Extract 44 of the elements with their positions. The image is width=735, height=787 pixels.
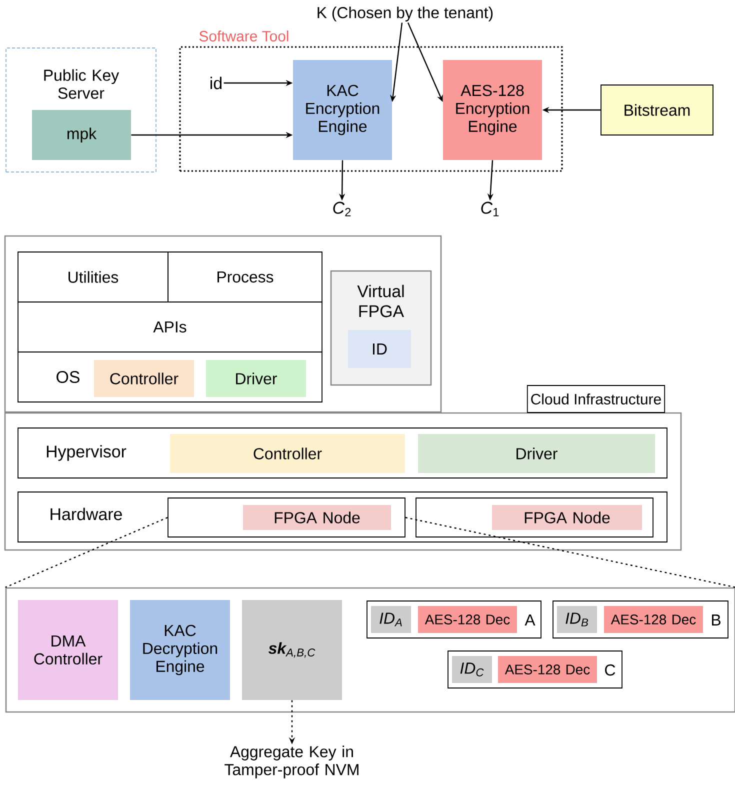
slot-label: A	[524, 614, 536, 626]
ciphertext-label: C$_{1}$	[481, 202, 499, 216]
slot-box	[168, 498, 406, 538]
box-heading: Virtual FPGA	[357, 284, 404, 318]
row-label: Hypervisor	[46, 445, 126, 461]
decoder-cell: AES-128 Dec	[604, 606, 703, 633]
fpga-detail-panel	[5, 587, 735, 713]
id-box: ID$_{A}$	[371, 606, 411, 633]
decoder-cell: AES-128 Dec	[498, 656, 597, 683]
input-label: id	[210, 76, 222, 90]
zoom-line	[405, 516, 735, 588]
fpga-node-box: FPGA Node	[492, 505, 642, 530]
id-box: ID	[348, 330, 411, 368]
slot-label: C	[605, 664, 616, 676]
engine-box: KAC Decryption Engine	[130, 600, 230, 700]
heading-tab: Cloud Infrastructure	[526, 385, 666, 413]
layer-cell: Utilities	[18, 252, 168, 302]
id-box: ID$_{C}$	[452, 656, 492, 683]
layer-cell: Process	[168, 252, 322, 302]
storage-label: Aggregate Key in Tamper-proof NVM	[224, 746, 358, 778]
slot-label: B	[712, 614, 720, 626]
fpga-node-box: FPGA Node	[243, 505, 391, 530]
id-box: ID$_{B}$	[557, 606, 597, 633]
decoder-cell: AES-128 Dec	[418, 606, 517, 633]
engine-box: KAC Encryption Engine	[293, 60, 392, 160]
ciphertext-label: C$_{2}$	[333, 202, 351, 216]
engine-box: AES-128 Encryption Engine	[443, 60, 542, 160]
slot-box	[416, 498, 654, 538]
component-box: Controller	[94, 360, 194, 397]
component-box: Driver	[418, 434, 655, 473]
layer-cell: APIs	[18, 302, 322, 352]
component-box: Controller	[170, 434, 405, 473]
zoom-line	[5, 516, 168, 588]
row-label: Hardware	[50, 508, 122, 520]
key-box: mpk	[32, 110, 131, 160]
key-label: K (Chosen by the tenant)	[318, 6, 493, 22]
vm-box	[4, 235, 442, 413]
box-heading: Public Key Server	[44, 69, 120, 99]
key-box: sk$_{A,B,C}$	[242, 600, 342, 700]
component-box: Driver	[206, 360, 306, 397]
bitstream-box: Bitstream	[600, 84, 714, 136]
box-heading: Software Tool	[199, 30, 288, 42]
controller-box: DMA Controller	[18, 600, 118, 700]
row-label: OS	[56, 371, 80, 383]
